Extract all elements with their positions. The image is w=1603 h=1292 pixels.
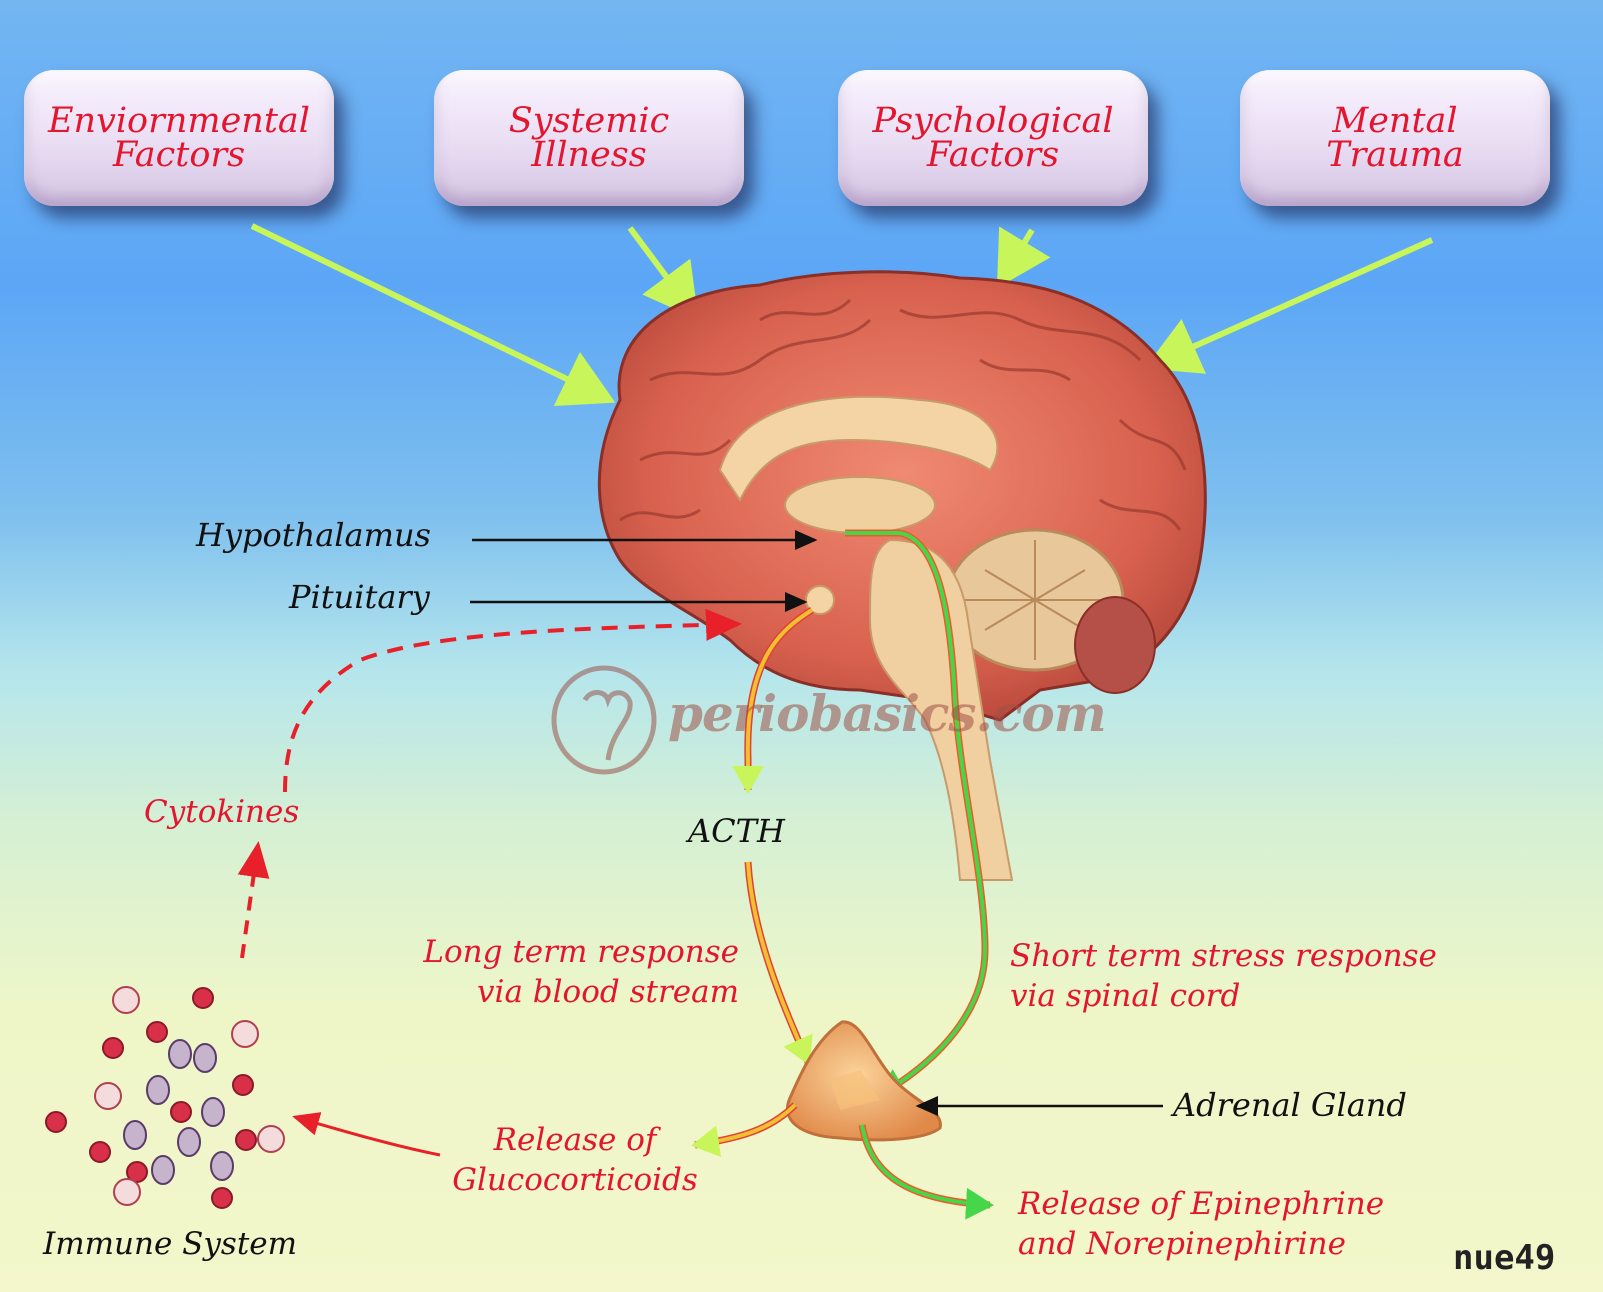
factor-box-environmental: Enviornmental Factors bbox=[24, 70, 334, 206]
brain-illustration bbox=[597, 270, 1207, 881]
glucocorticoid-to-immune-arrow bbox=[292, 1112, 441, 1157]
factor-label: Systemic Illness bbox=[508, 101, 670, 175]
label-adrenal-gland: Adrenal Gland bbox=[1173, 1086, 1407, 1124]
pituitary-to-acth-path bbox=[732, 608, 814, 794]
cytokines-to-brain-arrow bbox=[283, 608, 742, 793]
immune-to-cytokines-arrow bbox=[237, 841, 270, 959]
factor-box-mental-trauma: Mental Trauma bbox=[1240, 70, 1550, 206]
factor-label: Enviornmental Factors bbox=[48, 101, 310, 175]
acth-to-adrenal-path bbox=[746, 861, 813, 1066]
watermark-text: periobasics.com bbox=[668, 684, 1107, 743]
label-acth: ACTH bbox=[688, 812, 785, 850]
factor-box-systemic-illness: Systemic Illness bbox=[434, 70, 744, 206]
label-immune-system: Immune System bbox=[43, 1226, 298, 1262]
glucocorticoid-arrow bbox=[691, 1103, 797, 1158]
epinephrine-arrow bbox=[860, 1124, 994, 1220]
watermark-logo-icon bbox=[551, 665, 657, 775]
label-long-term-response: Long term response via blood stream bbox=[423, 934, 739, 1010]
arrow-environmental bbox=[250, 223, 616, 406]
arrow-systemic bbox=[627, 226, 699, 320]
adrenal-gland-illustration bbox=[786, 1020, 942, 1142]
artist-signature: nue49 bbox=[1453, 1238, 1556, 1278]
label-hypothalamus: Hypothalamus bbox=[196, 516, 431, 554]
label-cytokines: Cytokines bbox=[144, 794, 300, 830]
label-pituitary: Pituitary bbox=[289, 578, 430, 616]
label-release-epinephrine: Release of Epinephrine and Norepinephiri… bbox=[1018, 1186, 1385, 1262]
label-short-term-response: Short term stress response via spinal co… bbox=[1010, 938, 1437, 1014]
factor-box-psychological: Psychological Factors bbox=[838, 70, 1148, 206]
immune-cells-cluster bbox=[45, 986, 285, 1209]
arrow-psychological bbox=[996, 226, 1051, 289]
arrow-mental-trauma bbox=[1144, 237, 1434, 374]
label-release-glucocorticoids: Release of Glucocorticoids bbox=[452, 1122, 698, 1198]
factor-label: Mental Trauma bbox=[1326, 101, 1464, 175]
input-arrows bbox=[250, 223, 1434, 406]
neural-pathway bbox=[845, 531, 988, 1098]
factor-label: Psychological Factors bbox=[872, 101, 1114, 175]
